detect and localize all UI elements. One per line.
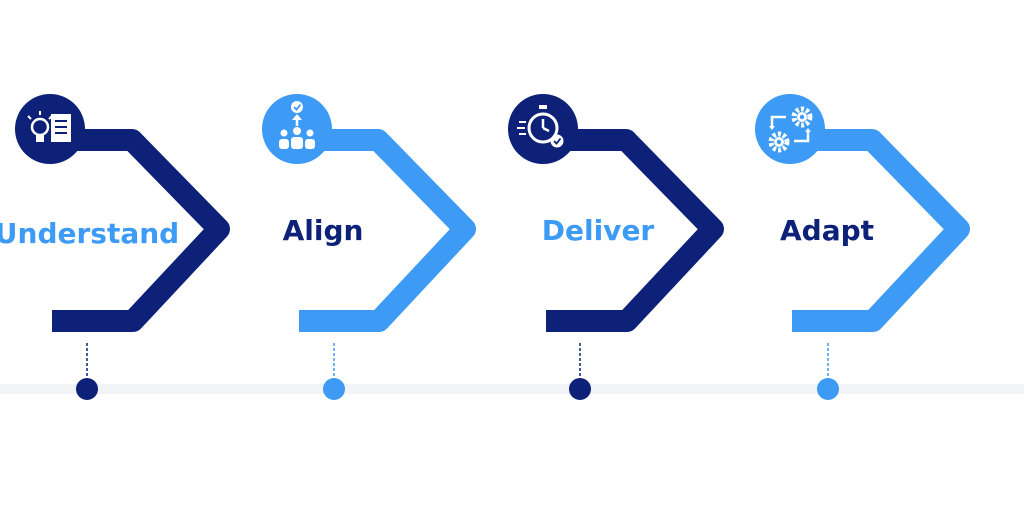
step-label-deliver: Deliver — [541, 214, 655, 247]
step-label-understand: Understand — [0, 217, 180, 250]
stopwatch-check-icon — [508, 94, 578, 164]
timeline-dot-deliver — [569, 378, 591, 400]
step-arrow-adapt — [792, 129, 970, 332]
timeline-dot-adapt — [817, 378, 839, 400]
step-label-adapt: Adapt — [779, 214, 875, 247]
step-adapt — [755, 94, 970, 400]
step-label-align: Align — [282, 214, 364, 247]
step-understand — [15, 94, 230, 400]
step-deliver — [508, 94, 724, 400]
step-arrow-understand — [52, 129, 230, 332]
step-arrow-deliver — [546, 129, 724, 332]
team-goal-icon — [262, 94, 332, 164]
timeline-dot-align — [323, 378, 345, 400]
timeline-dot-understand — [76, 378, 98, 400]
step-arrow-align — [299, 129, 476, 332]
idea-document-icon — [15, 94, 85, 164]
gears-cycle-icon — [755, 94, 825, 164]
step-align — [262, 94, 476, 400]
